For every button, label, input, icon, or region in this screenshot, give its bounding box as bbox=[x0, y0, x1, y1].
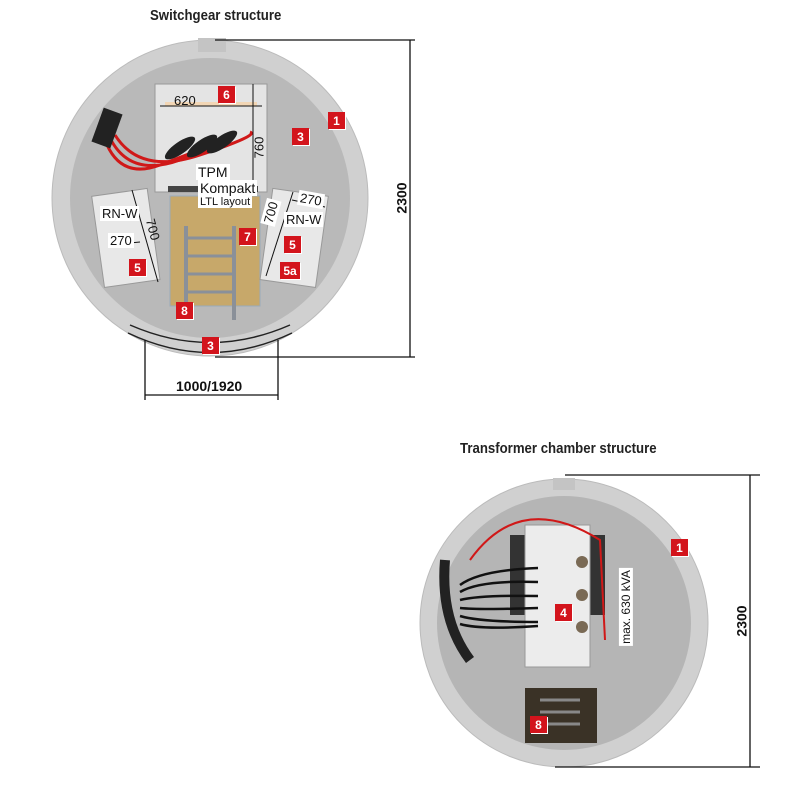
label-rnw-right: RN-W bbox=[284, 212, 324, 227]
label-kompakt: Kompakt bbox=[198, 180, 258, 196]
switchgear-width-dim: 1000/1920 bbox=[176, 378, 243, 394]
badge-3-top: 3 bbox=[292, 128, 309, 145]
transformer-dimension-lines bbox=[555, 474, 760, 768]
dim-620: 620 bbox=[174, 93, 196, 108]
transformer-height-dim: 2300 bbox=[733, 605, 750, 637]
badge-1-transformer: 1 bbox=[671, 539, 688, 556]
switchgear-height-dim: 2300 bbox=[393, 182, 410, 214]
badge-6: 6 bbox=[218, 86, 235, 103]
badge-8: 8 bbox=[176, 302, 193, 319]
label-rnw-left: RN-W bbox=[100, 206, 140, 221]
access-hatch bbox=[169, 195, 261, 307]
access-hatch bbox=[525, 688, 597, 743]
cable-plugs bbox=[91, 107, 238, 160]
label-tpm: TPM bbox=[196, 164, 230, 180]
badge-3-bottom: 3 bbox=[202, 337, 219, 354]
badge-7: 7 bbox=[239, 228, 256, 245]
dim-760: 760 bbox=[251, 136, 267, 159]
badge-5a: 5a bbox=[280, 262, 300, 279]
transformer-chamber bbox=[419, 478, 709, 768]
switchgear-title: Switchgear structure bbox=[150, 7, 282, 24]
badge-8-transformer: 8 bbox=[530, 716, 547, 733]
black-cables bbox=[459, 566, 539, 629]
transformer-rating: max. 630 kVA bbox=[618, 568, 633, 646]
badge-5-right: 5 bbox=[284, 236, 301, 253]
badge-1: 1 bbox=[328, 112, 345, 129]
badge-5-left: 5 bbox=[129, 259, 146, 276]
badge-4: 4 bbox=[555, 604, 572, 621]
dim-270-left: 270 bbox=[108, 233, 134, 248]
switchgear-dimension-lines bbox=[144, 39, 415, 400]
transformer-title: Transformer chamber structure bbox=[460, 440, 657, 457]
label-ltl-layout: LTL layout bbox=[198, 196, 253, 208]
bushings bbox=[576, 556, 588, 633]
